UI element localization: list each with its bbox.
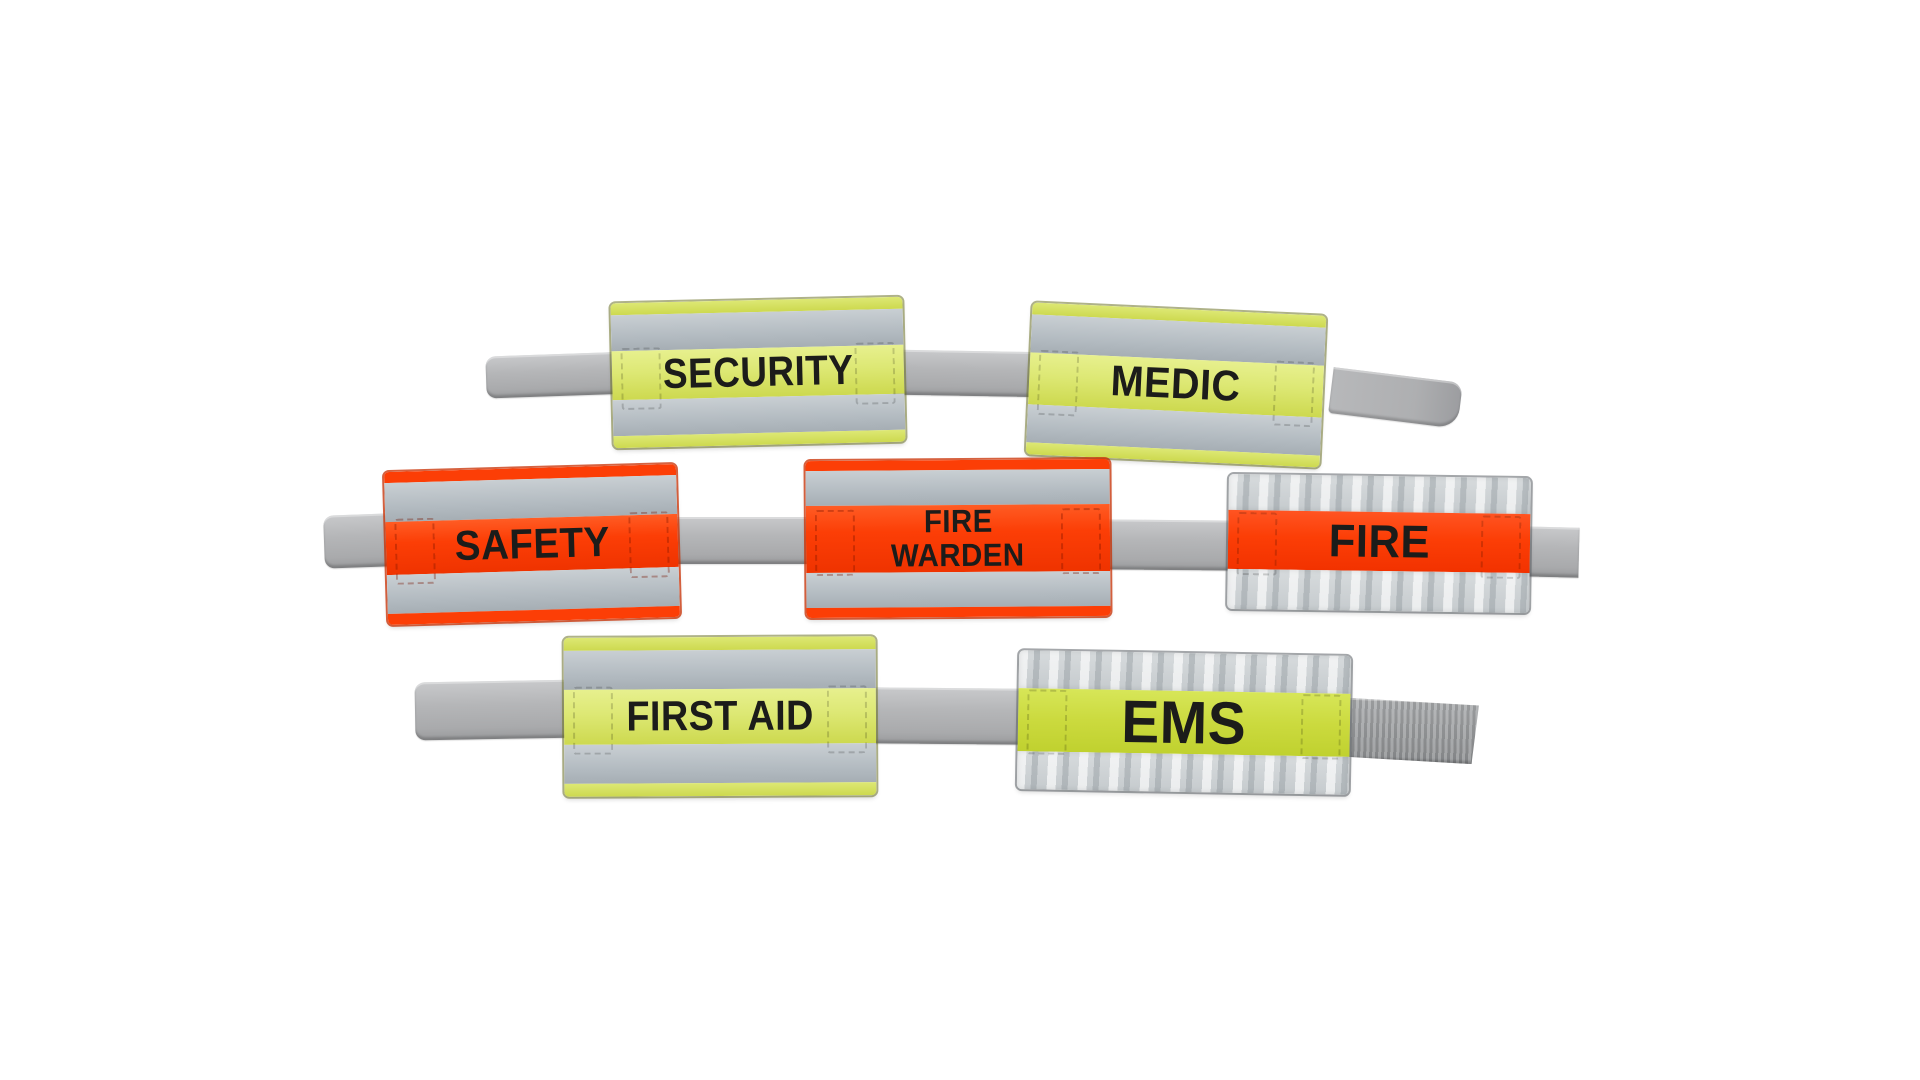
- armband-first-aid: FIRST AID: [563, 636, 877, 797]
- reflective-stripe: [806, 571, 1111, 609]
- velcro-stitch: [572, 686, 614, 755]
- velcro-stitch: [1300, 693, 1342, 760]
- velcro-stitch: [1036, 349, 1080, 417]
- strap-segment: [867, 687, 1029, 745]
- velcro-stitch: [1480, 515, 1522, 580]
- quilted-reflective-stripe: [1228, 473, 1531, 515]
- armband-label: SAFETY: [453, 518, 611, 570]
- armband-fire-warden: FIRE WARDEN: [805, 458, 1111, 619]
- fabric-edge: [806, 606, 1111, 619]
- velcro-stitch: [620, 347, 662, 411]
- armband-medic: MEDIC: [1025, 302, 1327, 468]
- armband-fire: FIRE: [1227, 473, 1531, 614]
- velcro-stitch: [628, 511, 670, 578]
- armband-label: FIRE: [1327, 514, 1431, 569]
- strap-segment: [670, 517, 820, 564]
- armband-label-line2: WARDEN: [891, 536, 1026, 573]
- quilted-reflective-stripe: [1016, 751, 1350, 795]
- armband-label: EMS: [1120, 687, 1248, 758]
- strap-segment: [414, 679, 578, 741]
- velcro-stitch: [1026, 689, 1068, 756]
- velcro-stitch: [1236, 511, 1278, 576]
- velcro-stitch: [854, 341, 896, 405]
- reflective-stripe: [563, 648, 876, 691]
- armband-ems: EMS: [1016, 650, 1352, 795]
- strap-segment: [1328, 367, 1463, 429]
- strap-segment: [1102, 519, 1242, 571]
- velcro-stitch: [394, 518, 437, 585]
- strap-segment: [1342, 698, 1479, 765]
- velcro-stitch: [1272, 360, 1316, 428]
- reflective-stripe: [805, 468, 1110, 506]
- armband-safety: SAFETY: [383, 463, 681, 626]
- velcro-stitch: [826, 685, 868, 754]
- armband-label: SECURITY: [662, 346, 854, 398]
- armband-label: FIRST AID: [626, 691, 814, 740]
- armband-label-line1: FIRE: [923, 502, 993, 540]
- strap-segment: [485, 351, 633, 399]
- armband-label: MEDIC: [1110, 357, 1242, 412]
- quilted-reflective-stripe: [1018, 650, 1352, 694]
- armband-security: SECURITY: [610, 296, 906, 449]
- velcro-stitch: [814, 509, 856, 577]
- fabric-edge: [564, 782, 877, 797]
- velcro-stitch: [1060, 507, 1102, 575]
